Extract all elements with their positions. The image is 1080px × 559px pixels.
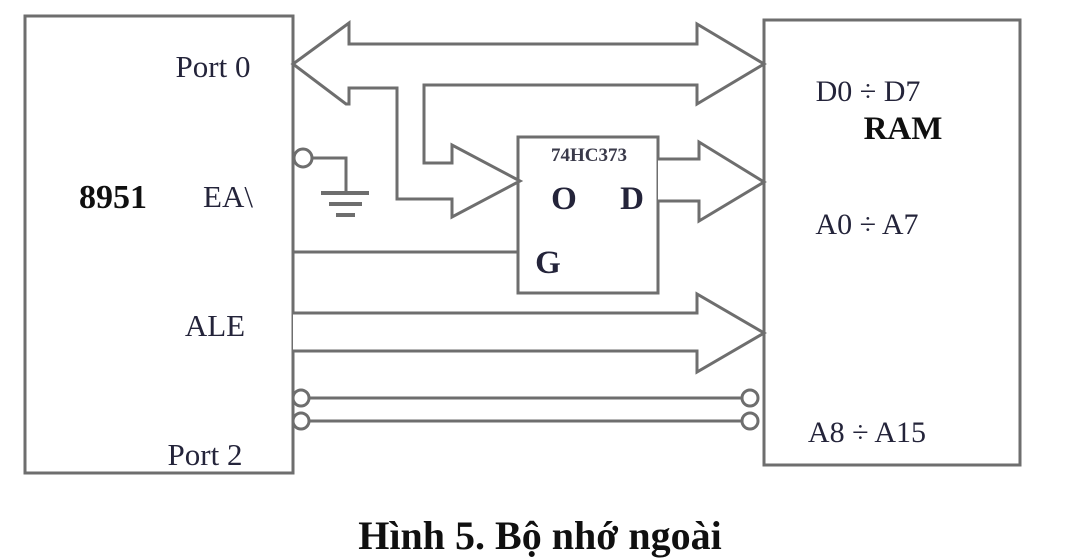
ram-name-label: RAM — [864, 111, 943, 147]
ram-addr-low-label: A0 ÷ A7 — [815, 208, 918, 241]
data-bus-bidirectional-arrow — [290, 20, 767, 220]
ea-inverter-bubble — [292, 147, 314, 169]
ram-addr-high-label: A8 ÷ A15 — [808, 416, 926, 449]
ground-wire — [312, 156, 348, 192]
port2-terminal-left-2 — [291, 411, 311, 431]
latch-name-label: 74HC373 — [551, 145, 627, 166]
mcu-pin-ea-label: EA\ — [203, 179, 253, 214]
mcu-pin-ale-label: ALE — [185, 308, 245, 343]
latch-pin-o-label: O — [551, 181, 577, 217]
mcu-pin-port0-label: Port 0 — [176, 49, 251, 84]
figure-caption: Hình 5. Bộ nhớ ngoài — [358, 513, 721, 558]
latch-box — [516, 135, 660, 295]
port2-terminal-right-2 — [740, 411, 760, 431]
mcu-box — [23, 14, 295, 475]
mcu-pin-port2-label: Port 2 — [168, 437, 243, 472]
ale-arrow — [293, 291, 767, 375]
mcu-name-label: 8951 — [79, 179, 147, 216]
latch-pin-g-label: G — [535, 245, 561, 281]
latch-pin-d-label: D — [620, 181, 644, 217]
port2-terminal-left-1 — [291, 388, 311, 408]
port2-terminal-right-1 — [740, 388, 760, 408]
ram-data-bus-label: D0 ÷ D7 — [816, 75, 921, 108]
latch-to-ram-address-arrow — [658, 139, 767, 224]
ram-box — [762, 18, 1022, 467]
